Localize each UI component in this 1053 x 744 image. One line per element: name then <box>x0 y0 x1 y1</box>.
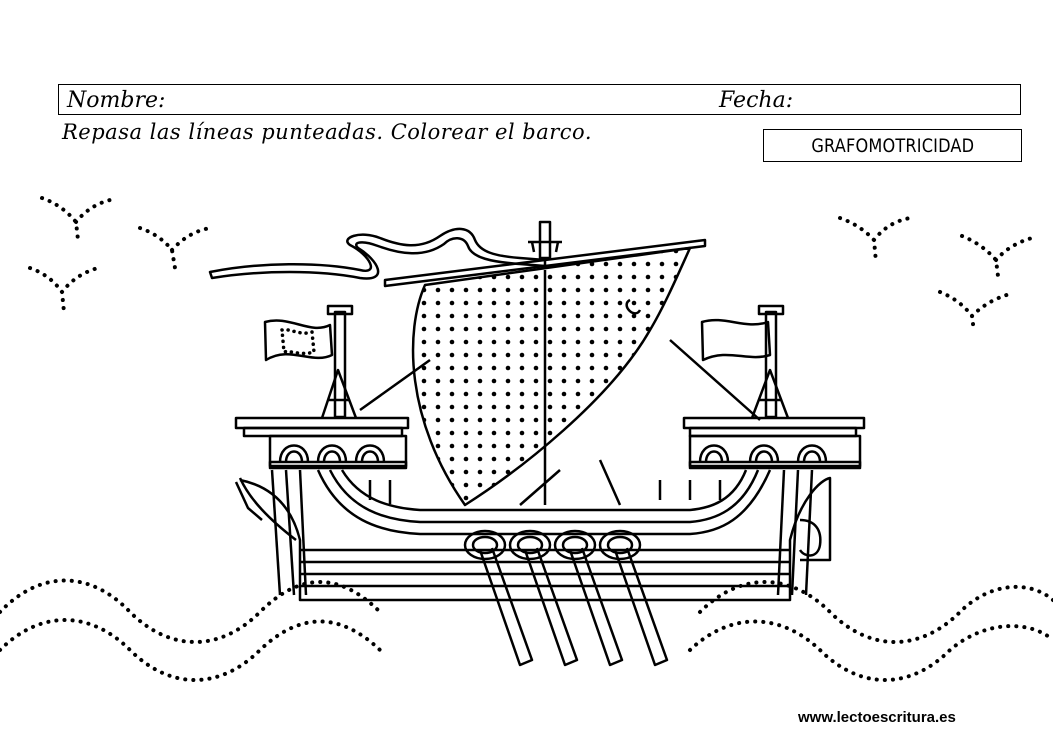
bird-4 <box>838 216 912 264</box>
name-label: Nombre: <box>67 88 166 113</box>
wave-top <box>0 578 1053 644</box>
website-url[interactable]: www.lectoescritura.es <box>798 709 956 726</box>
yard <box>383 238 707 288</box>
bird-5 <box>960 234 1034 278</box>
badge-label: GRAFOMOTRICIDAD <box>811 134 974 157</box>
dotted-birds <box>28 196 1034 334</box>
date-label: Fecha: <box>719 88 794 113</box>
wave-bottom <box>0 618 1053 682</box>
hull <box>234 469 832 602</box>
right-castle <box>682 416 866 470</box>
bird-3 <box>28 266 100 314</box>
bird-2 <box>138 226 212 270</box>
oars <box>463 529 669 667</box>
right-flag <box>700 318 772 362</box>
rigging <box>359 270 761 506</box>
header-box: Nombre: Fecha: <box>58 84 1021 115</box>
bird-1 <box>40 196 112 242</box>
bird-6 <box>938 290 1012 334</box>
instructions-text: Repasa las líneas punteadas. Colorear el… <box>62 120 592 144</box>
main-mast-top <box>538 220 552 260</box>
ship <box>208 220 866 667</box>
grafomotricidad-badge: GRAFOMOTRICIDAD <box>763 129 1022 162</box>
left-flag <box>263 319 334 362</box>
sail-outline <box>411 246 692 507</box>
dotted-waves <box>0 578 1053 682</box>
left-castle <box>234 416 410 470</box>
